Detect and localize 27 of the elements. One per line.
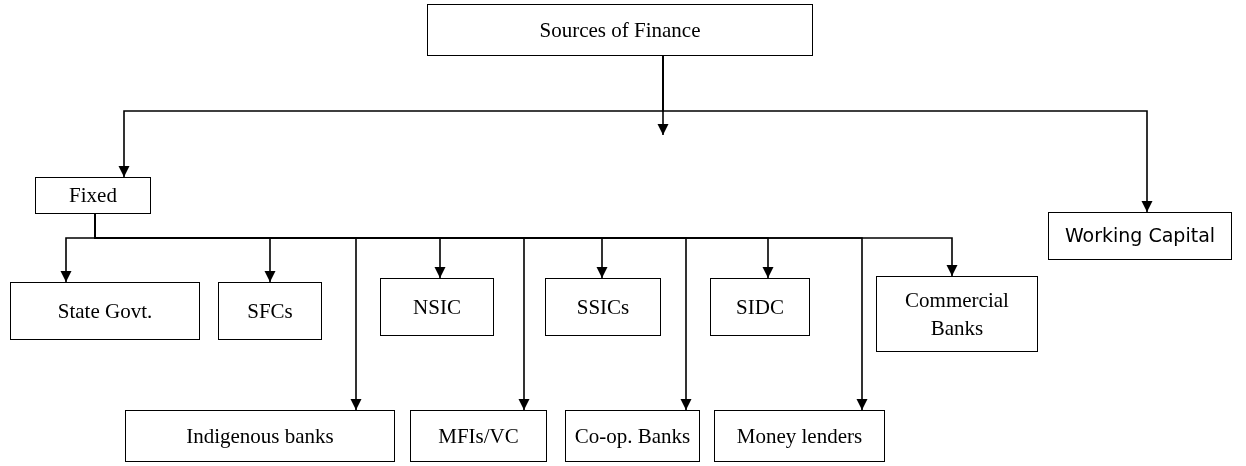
- category-box: [876, 276, 1038, 352]
- box-label: Money lenders: [736, 422, 863, 450]
- box-label: Co-op. Banks: [574, 422, 691, 450]
- box-label: Sources of Finance: [539, 16, 701, 44]
- box-label: NSIC: [413, 293, 461, 321]
- category-box: [125, 410, 395, 462]
- box-label: State Govt.: [57, 297, 153, 325]
- box-label: Indigenous banks: [186, 422, 334, 450]
- category-box: [410, 410, 547, 462]
- category-box: [710, 278, 810, 336]
- category-box: [35, 177, 151, 214]
- box-label: MFIs/VC: [438, 422, 519, 450]
- category-box: [545, 278, 661, 336]
- category-box: [565, 410, 700, 462]
- box-label: SIDC: [736, 293, 784, 321]
- category-box: [1048, 212, 1232, 260]
- category-box: [714, 410, 885, 462]
- box-label: SFCs: [247, 297, 293, 325]
- box-label: Working Capital: [1064, 223, 1216, 249]
- category-box: [380, 278, 494, 336]
- box-label: SSICs: [576, 293, 630, 321]
- connector-arrow: [662, 55, 1153, 213]
- category-box: [10, 282, 200, 340]
- category-box: [218, 282, 322, 340]
- box-label: Fixed: [69, 182, 117, 210]
- category-box: [427, 4, 813, 56]
- box-label: Commercial Banks: [904, 286, 1010, 342]
